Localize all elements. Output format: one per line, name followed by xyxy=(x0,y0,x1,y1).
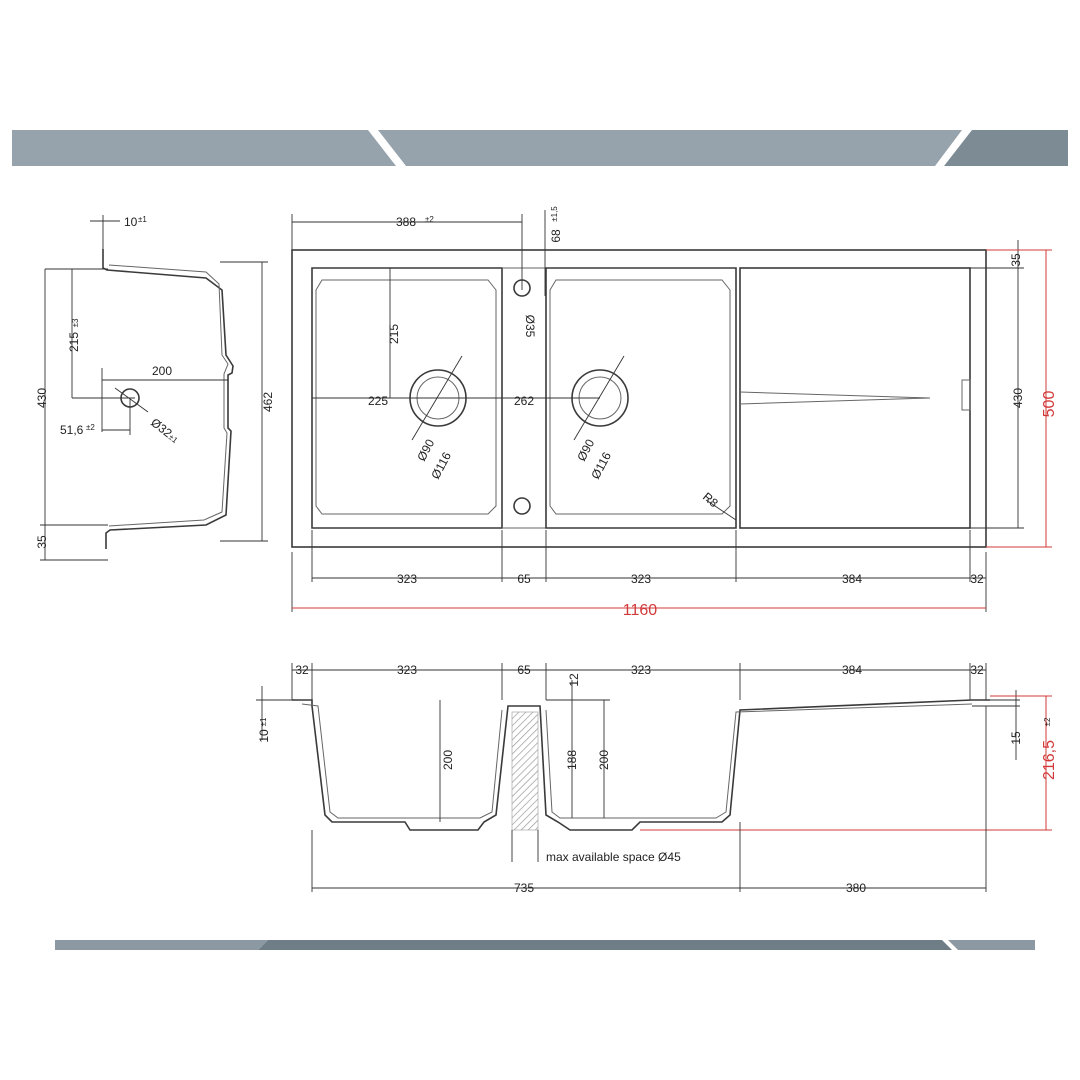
footer-band-right xyxy=(948,940,1035,950)
top-dim-b4: 384 xyxy=(842,572,862,586)
side-dim-total: 462 xyxy=(261,392,275,412)
front-dim-total-height-tol: ±2 xyxy=(1043,717,1052,726)
header-band-middle xyxy=(378,130,962,166)
front-dim-lip: 10 xyxy=(257,729,271,743)
front-view-profile-outer xyxy=(292,699,990,831)
header-band-right xyxy=(944,130,1068,166)
side-view-profile-inner xyxy=(108,264,229,527)
top-dim-right-430: 430 xyxy=(1011,388,1025,408)
top-view: 388 ±2 68 ±1,5 Ø35 215 225 262 Ø90 Ø116 … xyxy=(291,206,1058,619)
top-dim-b5: 32 xyxy=(970,572,984,586)
top-dim-drain-x: 225 xyxy=(368,394,388,408)
side-view: 10 ±1 430 215 ±3 200 51,6 ±2 Ø32 ±1 35 4… xyxy=(35,215,275,561)
front-view-drain-space xyxy=(511,711,539,831)
front-dim-t1: 32 xyxy=(295,663,309,677)
side-dim-top-tol: ±1 xyxy=(138,215,147,224)
side-dim-depth-upper-tol: ±3 xyxy=(71,318,80,327)
top-dim-b2: 65 xyxy=(517,572,531,586)
top-dim-b3: 323 xyxy=(631,572,651,586)
side-dim-top: 10 xyxy=(124,215,138,229)
side-view-profile-outer xyxy=(102,249,234,549)
front-dim-t3: 65 xyxy=(517,663,531,677)
top-dim-right-top: 35 xyxy=(1009,253,1023,267)
top-dim-overflow-tol: ±1,5 xyxy=(550,206,559,222)
front-dim-t4: 323 xyxy=(631,663,651,677)
top-dim-drain-gap: 262 xyxy=(514,394,534,408)
side-dim-offset: 51,6 xyxy=(60,423,84,437)
top-view-bowl-2-outer xyxy=(545,267,737,529)
top-dim-b1: 323 xyxy=(397,572,417,586)
top-dim-overflow-hole: Ø35 xyxy=(523,315,537,338)
top-drain-2-outer: Ø116 xyxy=(588,449,614,481)
front-dim-t5: 384 xyxy=(842,663,862,677)
top-dim-radius: R8 xyxy=(700,490,721,511)
front-dim-t2: 323 xyxy=(397,663,417,677)
side-dim-bottom: 35 xyxy=(35,535,49,549)
front-dim-15: 15 xyxy=(1009,731,1023,745)
top-view-drain-groove xyxy=(739,391,931,405)
front-dim-depth2: 200 xyxy=(597,750,611,770)
front-dim-lip-tol: ±1 xyxy=(259,717,268,726)
top-dim-bowl-offset: 388 xyxy=(396,215,416,229)
top-view-center-strip xyxy=(502,267,546,529)
side-dim-width: 200 xyxy=(152,364,172,378)
front-view: 32 323 65 323 384 32 12 10 ±1 200 188 20… xyxy=(256,663,1058,895)
top-dim-total-width: 1160 xyxy=(623,602,658,619)
top-view-bowl-1-inner xyxy=(315,279,497,515)
top-dim-total-depth: 500 xyxy=(1041,391,1058,418)
header-band-left xyxy=(12,130,396,166)
footer-band xyxy=(55,940,1035,950)
top-view-bowl-2-inner xyxy=(549,279,731,515)
front-view-profile-inner xyxy=(301,703,973,819)
front-dim-t6: 32 xyxy=(970,663,984,677)
footer-band-left xyxy=(55,940,268,950)
top-drain-1-outer: Ø116 xyxy=(428,449,454,481)
top-dim-overflow: 68 xyxy=(549,229,563,243)
top-dim-bowl-offset-tol: ±2 xyxy=(425,215,434,224)
front-dim-depth1: 200 xyxy=(441,750,455,770)
top-view-tap-slot xyxy=(961,379,971,411)
top-drain-1-inner: Ø90 xyxy=(414,437,437,464)
side-dim-height: 430 xyxy=(35,388,49,408)
top-drain-2-inner: Ø90 xyxy=(574,437,597,464)
front-dim-total-height: 216,5 xyxy=(1041,740,1058,780)
footer-band-middle xyxy=(258,940,952,950)
side-dim-offset-tol: ±2 xyxy=(86,423,95,432)
front-dim-12: 12 xyxy=(567,673,581,687)
top-view-drainboard xyxy=(739,267,971,529)
front-max-space-label: max available space Ø45 xyxy=(546,850,681,864)
front-dim-depth-mid: 188 xyxy=(565,750,579,770)
side-dim-depth-upper: 215 xyxy=(67,332,81,352)
top-view-outline xyxy=(291,249,987,548)
front-dim-735: 735 xyxy=(514,881,534,895)
front-dim-380: 380 xyxy=(846,881,866,895)
header-band xyxy=(12,130,1068,166)
top-dim-bowl-depth: 215 xyxy=(387,324,401,344)
top-view-overflow-bottom xyxy=(513,497,531,515)
